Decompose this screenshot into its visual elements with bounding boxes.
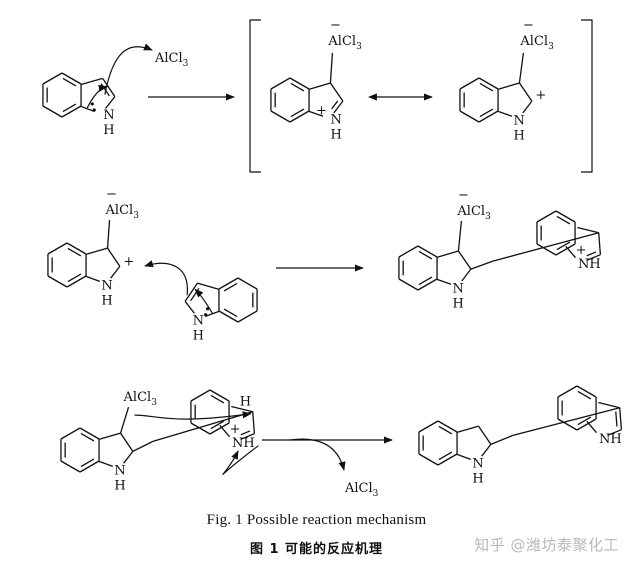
plus-charge: + (535, 88, 546, 103)
alcl3-label: AlCl3 (519, 34, 554, 52)
intermediate-c3-hydrogen: H (240, 395, 251, 410)
indole-n-atom: N (103, 108, 114, 123)
iminium-n-hydrogen: H (330, 128, 341, 143)
alcl3-reagent: AlCl3 (154, 51, 189, 69)
bracket-right (581, 19, 593, 173)
minus-charge: − (106, 187, 117, 202)
intermediate-indolium-nh: NH (232, 436, 255, 451)
electron-push-arrow (194, 288, 214, 315)
bracket-left (249, 19, 261, 173)
minus-charge: − (523, 18, 534, 33)
cation-n-hydrogen: H (101, 294, 112, 309)
plus-charge: + (123, 254, 134, 269)
alcl3-label: AlCl3 (105, 203, 140, 221)
cation-n-atom: N (513, 114, 524, 129)
intermediate-n-atom: N (114, 464, 125, 479)
figure-caption-english: Fig. 1 Possible reaction mechanism (206, 512, 427, 528)
intermediate-n-hydrogen: H (114, 479, 125, 494)
alcl3-byproduct: AlCl3 (344, 481, 379, 499)
product-n-hydrogen: H (472, 472, 483, 487)
figure-caption-chinese: 图 1 可能的反应机理 (249, 542, 384, 557)
proton-transfer-arrow (134, 411, 252, 420)
minus-charge: − (458, 188, 469, 203)
nucleophile-n-atom: N (193, 314, 204, 329)
electron-push-arrow (86, 84, 108, 109)
plus-charge: + (230, 422, 241, 437)
alcl3-label: AlCl3 (123, 390, 158, 408)
iminium-n-atom: N (330, 113, 341, 128)
minus-charge: − (330, 18, 341, 33)
indole-n-hydrogen: H (103, 123, 114, 138)
watermark: 知乎 @潍坊泰聚化工 (474, 536, 619, 554)
product-indole-nh: NH (599, 432, 622, 447)
plus-charge: + (316, 104, 327, 119)
electron-push-arrow (104, 43, 153, 95)
plus-charge: + (576, 243, 587, 258)
electron-push-arrow (222, 445, 259, 475)
alcl3-label: AlCl3 (327, 34, 362, 52)
adduct-n-hydrogen: H (452, 297, 463, 312)
nucleophile-n-hydrogen: H (193, 329, 204, 344)
cation-n-atom: N (101, 279, 112, 294)
adduct-n-atom: N (452, 282, 463, 297)
cation-n-hydrogen: H (513, 129, 524, 144)
adduct-indolium-nh: NH (578, 257, 601, 272)
alcl3-label: AlCl3 (456, 204, 491, 222)
product-n-atom: N (472, 457, 483, 472)
nucleophilic-attack-arrow (144, 260, 188, 296)
alcl3-release-arrow (289, 438, 346, 471)
